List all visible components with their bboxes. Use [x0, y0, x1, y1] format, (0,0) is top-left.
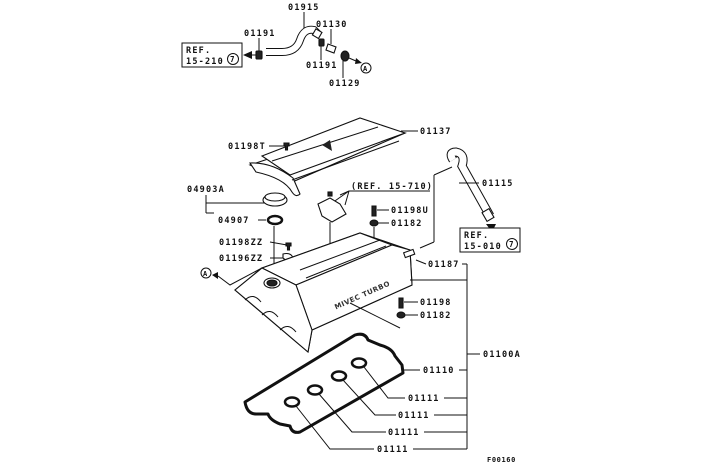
breather-hose-assembly: REF. 15-210 7 A 01915 01191 01130 01191 …	[181, 3, 372, 89]
bolt-01198T	[283, 142, 290, 151]
washer-01182-mid	[396, 311, 406, 319]
pcv-valve-01130	[325, 43, 337, 54]
bracket-group: (REF. 15-710) 01198U 01182	[317, 182, 433, 250]
rocker-cover-body: MIVEC TURBO 01187 01198 01182	[234, 232, 467, 354]
connector-a-circle-left	[200, 267, 212, 279]
label-01111-c: 01111	[388, 428, 420, 438]
plug-seal-3	[306, 384, 324, 396]
label-01100A: 01100A	[483, 350, 521, 360]
washer-01182-top	[369, 219, 379, 227]
ref-15-010-line2: 15-010	[464, 242, 502, 252]
ref-circle-number-right: 7	[509, 240, 514, 249]
cap-gasket-04907	[266, 214, 284, 226]
assembly-bracket-01100A: 01100A	[410, 264, 521, 449]
label-01182-mid: 01182	[420, 311, 452, 321]
bracket-15-710	[317, 197, 347, 223]
arrow-icon	[212, 272, 218, 279]
connector-a-left: A	[203, 270, 208, 278]
label-01191-right: 01191	[306, 61, 338, 71]
ref-circle-icon	[227, 53, 239, 65]
arrow-icon	[355, 58, 362, 64]
mitsubishi-logo-icon	[322, 140, 332, 151]
label-01198U: 01198U	[391, 206, 429, 216]
plug-seal-2	[330, 370, 348, 382]
bolt-01187	[402, 248, 416, 259]
label-01198T: 01198T	[228, 142, 266, 152]
rocker-cover-gasket-01110	[243, 332, 405, 434]
label-01110: 01110	[423, 366, 455, 376]
arrow-icon	[243, 51, 252, 59]
label-01198: 01198	[420, 298, 452, 308]
plug-seal-4	[283, 396, 301, 408]
gasket-group: 01110 01111 01111 01111 01111	[243, 332, 467, 455]
label-01111-a: 01111	[408, 394, 440, 404]
figure-code: F00160	[487, 456, 516, 464]
label-01137: 01137	[420, 127, 452, 137]
ref-circle-icon	[506, 238, 518, 250]
ref-15-210-line1: REF.	[186, 46, 211, 56]
label-04907: 04907	[218, 216, 250, 226]
label-01187: 01187	[428, 260, 460, 270]
label-01111-d: 01111	[377, 445, 409, 455]
clamp-01191-left	[255, 50, 263, 60]
screw-01198ZZ	[285, 242, 292, 251]
ref-15-010-line1: REF.	[464, 231, 489, 241]
plug-seal-1	[350, 357, 368, 369]
label-01198ZZ: 01198ZZ	[219, 238, 263, 248]
label-01111-b: 01111	[398, 411, 430, 421]
label-01915: 01915	[288, 3, 320, 13]
label-01182-top: 01182	[391, 219, 423, 229]
bolt-01198	[398, 297, 404, 309]
center-cover-01137: 01137 01198T	[228, 117, 452, 197]
label-01191-left: 01191	[244, 29, 276, 39]
bolt-01198U	[371, 205, 377, 217]
ref-15-710: (REF. 15-710)	[351, 182, 433, 192]
label-01115: 01115	[482, 179, 514, 189]
connector-a-top: A	[363, 65, 368, 73]
grommet-01129	[340, 50, 350, 62]
label-01129: 01129	[329, 79, 361, 89]
connector-a-circle	[360, 62, 372, 74]
ref-15-210-line2: 15-210	[186, 57, 224, 67]
oil-cap-group: 04903A 04907 01198ZZ 01196ZZ A	[187, 185, 294, 286]
ref-circle-number: 7	[230, 55, 235, 64]
clamp-01191-right	[318, 38, 325, 47]
label-04903A: 04903A	[187, 185, 225, 195]
hose-01115-group: 01115 REF. 15-010 7	[419, 147, 521, 253]
label-01196ZZ: 01196ZZ	[219, 254, 263, 264]
label-01130: 01130	[316, 20, 348, 30]
